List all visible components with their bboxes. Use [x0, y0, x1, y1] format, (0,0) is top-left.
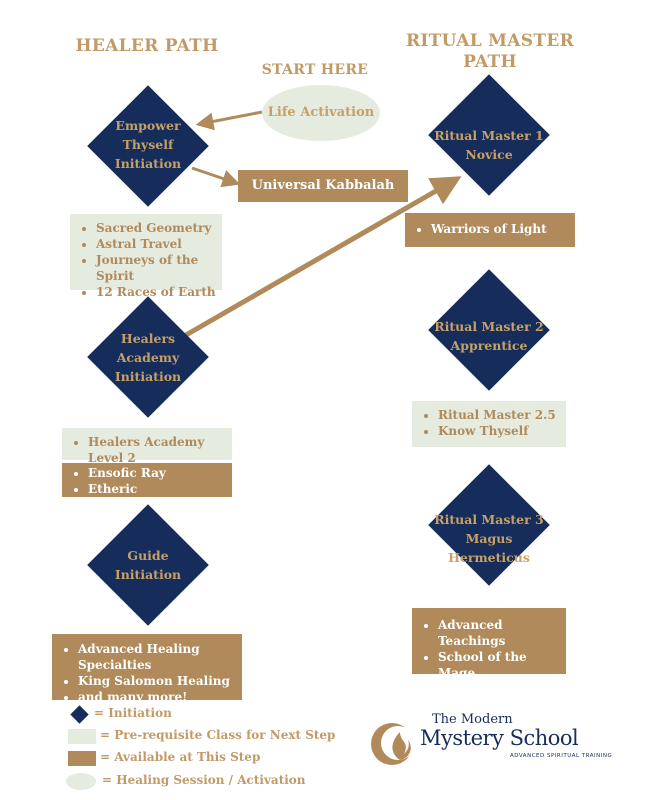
arrow-empower-to-kabbalah [191, 166, 241, 188]
rm3-label: Ritual Master 3 Magus Hermeticus [434, 512, 544, 565]
list-item: 12 Races of Earth [96, 284, 222, 300]
rm1-label: Ritual Master 1 Novice [434, 128, 544, 162]
rm2-prereq-box: Ritual Master 2.5 Know Thyself [412, 401, 566, 447]
list-item: Etheric Reconstruction [88, 481, 232, 513]
rm1-available-box: Warriors of Light [405, 213, 575, 247]
list-item: Advanced Healing Specialties [78, 641, 242, 673]
healer-path-heading: HEALER PATH [75, 36, 219, 56]
guide-available-box: Advanced Healing Specialties King Salomo… [52, 634, 242, 704]
arrow-life-to-empower [195, 110, 263, 131]
list-item: Healers Academy Level 2 [88, 434, 232, 466]
arrow-healers-to-rm1 [184, 176, 462, 338]
legend-diamond-swatch [70, 705, 89, 724]
ritual-master-path-heading: RITUAL MASTER PATH [405, 31, 574, 72]
list-item: Sacred Geometry [96, 220, 222, 236]
life-activation-oval [262, 85, 380, 141]
logo: The Modern Mystery School ADVANCED SPIRI… [370, 708, 620, 770]
life-activation-label: Life Activation [267, 105, 375, 120]
legend-prereq-text: = Pre-requisite Class for Next Step [100, 728, 336, 742]
legend-light-swatch [68, 729, 96, 744]
legend-initiation-text: = Initiation [94, 706, 172, 720]
universal-kabbalah-box [238, 170, 408, 202]
legend-available: = Available at This Step [62, 749, 322, 769]
logo-tagline: ADVANCED SPIRITUAL TRAINING [510, 753, 613, 759]
list-item: Ritual Master 2.5 [438, 407, 566, 423]
empower-thyself-label: Empower Thyself Initiation [114, 118, 182, 171]
empower-prereq-box: Sacred Geometry Astral Travel Journeys o… [70, 214, 222, 299]
healers-prereq-box: Healers Academy Level 2 [62, 428, 232, 465]
legend-healing: = Healing Session / Activation [62, 772, 322, 792]
legend-tan-swatch [68, 751, 96, 766]
guide-label: Guide Initiation [114, 548, 182, 582]
list-item: Warriors of Light [431, 221, 575, 237]
legend-healing-text: = Healing Session / Activation [102, 773, 306, 787]
list-item: King Salomon Healing [78, 673, 242, 689]
legend-oval-swatch [66, 773, 96, 790]
list-item: and many more! [78, 689, 242, 705]
legend-prereq: = Pre-requisite Class for Next Step [62, 727, 335, 747]
healers-academy-label: Healers Academy Initiation [114, 331, 182, 384]
list-item: Apprenticeship [438, 681, 566, 697]
list-item: School of the Mage [438, 649, 566, 681]
legend-available-text: = Available at This Step [100, 750, 261, 764]
logo-line1: The Modern [432, 712, 513, 727]
list-item: Ensofic Ray [88, 465, 232, 481]
healers-available-box: Ensofic Ray Etheric Reconstruction [62, 463, 232, 512]
logo-line2: Mystery School [420, 726, 579, 750]
start-here-label: START HERE [261, 62, 369, 78]
flame-logo-icon [371, 723, 415, 765]
universal-kabbalah-label: Universal Kabbalah [251, 178, 395, 193]
list-item: Journeys of the Spirit [96, 252, 222, 284]
legend-initiation: = Initiation [62, 705, 322, 725]
list-item: Advanced Teachings [438, 617, 566, 649]
list-item: Astral Travel [96, 236, 222, 252]
rm3-available-box: Advanced Teachings School of the Mage Ap… [412, 608, 566, 696]
list-item: Know Thyself [438, 423, 566, 439]
rm2-label: Ritual Master 2 Apprentice [434, 319, 544, 353]
